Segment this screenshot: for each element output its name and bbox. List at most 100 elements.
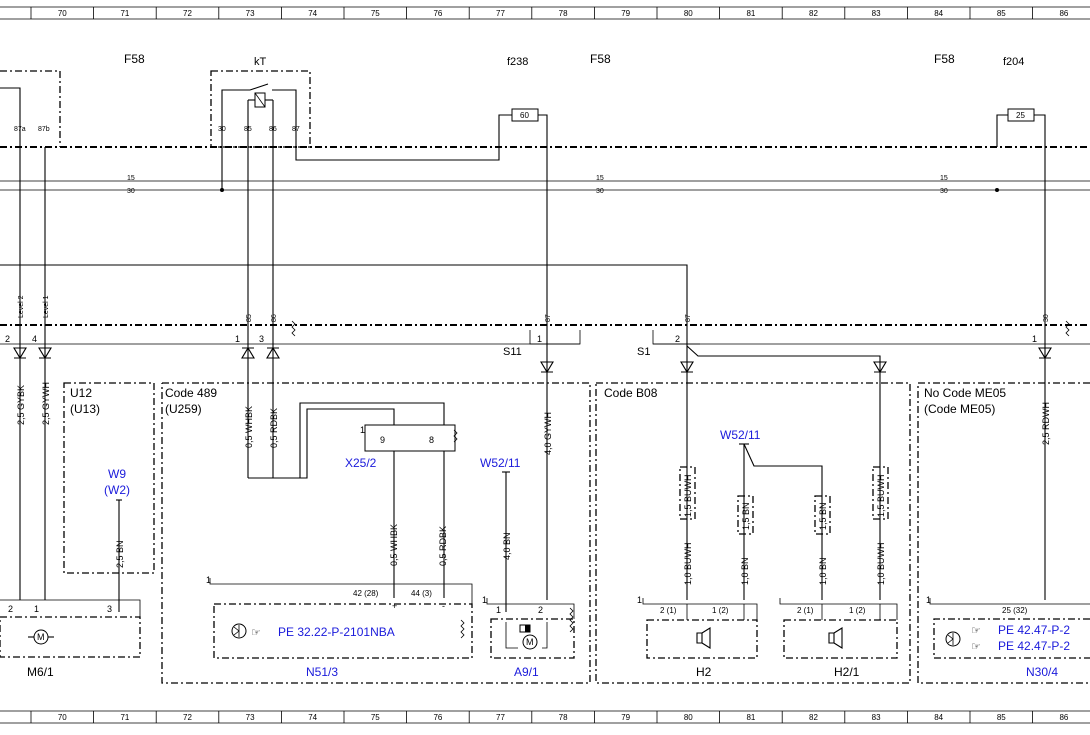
grid-column-label: 76 — [433, 9, 442, 18]
grid-column-label: 71 — [120, 713, 129, 722]
relay-kt — [221, 83, 297, 147]
grid-column-label: 83 — [872, 713, 881, 722]
grid-column-label: 86 — [1059, 9, 1068, 18]
component-h2-1: 2 (1) 1 (2) H2/1 — [779, 598, 898, 679]
pin-86: 86 — [269, 126, 277, 133]
ref-x25-2: X25/2 — [345, 456, 377, 470]
splice-pin-87-a: 87 — [545, 314, 552, 322]
shield-ground-marks — [291, 320, 1070, 337]
pin-30: 30 — [218, 126, 226, 133]
svg-text:42 (28): 42 (28) — [353, 589, 379, 598]
code-label-b08: Code B08 — [604, 386, 658, 400]
svg-text:1: 1 — [360, 425, 365, 435]
component-label-n51-3: N51/3 — [306, 665, 338, 679]
pin-87: 87 — [292, 126, 300, 133]
code-label-u259: (U259) — [165, 402, 202, 416]
pin-87b: 87b — [38, 126, 50, 133]
component-h2: 1 2 (1) 1 (2) H2 — [637, 595, 758, 679]
grid-column-label: 72 — [183, 713, 192, 722]
svg-text:44 (3): 44 (3) — [411, 589, 432, 598]
fuse-box-label-f58-right: F58 — [934, 52, 955, 66]
code-box-489 — [161, 382, 591, 684]
svg-text:1,0 BN: 1,0 BN — [740, 557, 750, 585]
svg-text:1,5 BUWH: 1,5 BUWH — [683, 474, 693, 517]
svg-text:-: - — [442, 601, 445, 611]
svg-text:8: 8 — [429, 435, 434, 445]
grid-column-label: 85 — [997, 9, 1006, 18]
svg-text:1: 1 — [34, 604, 39, 614]
splice-pin-85: 85 — [246, 314, 253, 322]
svg-text:+: + — [392, 601, 397, 611]
connector-pin-1-b: 1 — [537, 334, 542, 344]
svg-text:☞: ☞ — [971, 625, 981, 637]
svg-text:2,5 RDWH: 2,5 RDWH — [1041, 402, 1051, 445]
svg-text:1,0 BUWH: 1,0 BUWH — [683, 542, 693, 585]
svg-text:2,5 BN: 2,5 BN — [115, 540, 125, 568]
hand-pointer-icon: ☞ — [251, 627, 261, 639]
connector-pin-3: 3 — [259, 334, 264, 344]
code-label-489: Code 489 — [165, 386, 217, 400]
component-label-a9-1: A9/1 — [514, 665, 539, 679]
main-wires — [0, 87, 1046, 600]
grid-column-label: 71 — [120, 9, 129, 18]
fuse-label-f204: f204 — [1003, 56, 1024, 68]
svg-text:1,5 BN: 1,5 BN — [741, 502, 751, 530]
ref-w9: W9 — [108, 467, 126, 481]
svg-text:15: 15 — [596, 175, 604, 182]
ref-pe-42-47-b[interactable]: PE 42.47-P-2 — [998, 639, 1070, 653]
svg-text:25 (32): 25 (32) — [1002, 606, 1028, 615]
ref-w52-11-a: W52/11 — [480, 456, 521, 470]
ref-w52-11-b: W52/11 — [720, 428, 761, 442]
fuse-relay-box — [0, 70, 1090, 148]
connector-pin-4: 4 — [32, 334, 37, 344]
svg-text:1,5 BN: 1,5 BN — [818, 502, 828, 530]
code-label-me05: (Code ME05) — [924, 402, 995, 416]
svg-text:15: 15 — [127, 175, 135, 182]
ref-pe-32-22[interactable]: PE 32.22-P-2101NBA — [278, 625, 395, 639]
grid-column-label: 82 — [809, 9, 818, 18]
grid-column-label: 75 — [371, 713, 380, 722]
grid-column-label: 79 — [621, 9, 630, 18]
component-label-m6-1: M6/1 — [27, 665, 54, 679]
grid-column-label: 75 — [371, 9, 380, 18]
rail-30: 30 30 30 — [0, 188, 1090, 195]
connector-pin-2-b: 2 — [675, 334, 680, 344]
fuse-f238: 60 — [498, 108, 548, 147]
splice-line — [0, 324, 1090, 345]
grid-column-label: 80 — [684, 713, 693, 722]
fuse-box-label-f58-left: F58 — [124, 52, 145, 66]
fuse-f238-rating: 60 — [520, 111, 529, 120]
svg-text:2,5 GYBK: 2,5 GYBK — [16, 385, 26, 425]
grid-column-label: 85 — [997, 713, 1006, 722]
component-label-h2: H2 — [696, 665, 712, 679]
motor-icon: M — [37, 632, 45, 642]
code-label-u12: U12 — [70, 386, 92, 400]
grid-column-label: 80 — [684, 9, 693, 18]
svg-text:1,0 BN: 1,0 BN — [818, 557, 828, 585]
splice-pin-86: 86 — [271, 314, 278, 322]
svg-text:2,5 GYWH: 2,5 GYWH — [41, 382, 51, 425]
fuse-label-f238: f238 — [507, 56, 528, 68]
grid-column-label: 79 — [621, 713, 630, 722]
svg-text:15: 15 — [940, 175, 948, 182]
component-a9-1: 1 1 2 M A9/1 — [482, 595, 575, 679]
grid-column-label: 70 — [58, 713, 67, 722]
ref-pe-42-47-a[interactable]: PE 42.47-P-2 — [998, 623, 1070, 637]
multi-conductor-marks: 1,5 BUWH 1,5 BN 1,5 BN 1,5 BUWH — [679, 466, 889, 535]
svg-text:2: 2 — [538, 605, 543, 615]
code-box-me05 — [917, 382, 1090, 684]
svg-text:1,0 BUWH: 1,0 BUWH — [876, 542, 886, 585]
grid-column-label: 77 — [496, 713, 505, 722]
connector-s1: S1 — [637, 346, 650, 358]
rail-15: 15 15 15 — [0, 175, 1090, 182]
svg-text:30: 30 — [940, 188, 948, 195]
grid-column-label: 77 — [496, 9, 505, 18]
grid-column-label: 81 — [746, 713, 755, 722]
splice-pin-30: 30 — [1043, 314, 1050, 322]
code-box-u12 — [63, 382, 155, 574]
component-label-n30-4: N30/4 — [1026, 665, 1058, 679]
splice-pin-87-b: 87 — [685, 314, 692, 322]
